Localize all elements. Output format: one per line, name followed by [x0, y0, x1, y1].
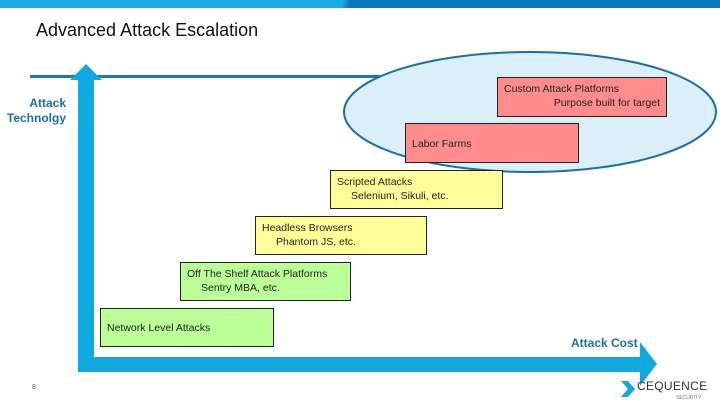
- step-title: Scripted Attacks: [337, 176, 413, 188]
- title-divider: [30, 75, 646, 78]
- step-title: Headless Browsers: [262, 222, 353, 234]
- logo-tagline: SECURITY: [676, 395, 702, 401]
- y-axis-label: Attack Technolgy: [0, 96, 66, 126]
- step-subtitle: Sentry MBA, etc.: [201, 282, 280, 294]
- page-number: 8: [32, 384, 36, 391]
- step-title: Custom Attack Platforms: [504, 83, 619, 95]
- y-axis-arrow: [70, 64, 102, 372]
- step-title: Off The Shelf Attack Platforms: [187, 268, 328, 280]
- step-subtitle: Purpose built for target: [553, 97, 660, 109]
- y-axis-label-line2: Technolgy: [6, 111, 66, 125]
- step-title: Network Level Attacks: [107, 322, 211, 334]
- cequence-logo: CEQUENCE SECURITY: [620, 380, 715, 404]
- step-subtitle: Phantom JS, etc.: [276, 236, 356, 248]
- step-subtitle: Selenium, Sikuli, etc.: [351, 190, 449, 202]
- top-banner: [0, 0, 720, 8]
- slide-title: Advanced Attack Escalation: [36, 20, 259, 40]
- x-axis-label: Attack Cost: [571, 336, 638, 350]
- step-network-level-attacks: Network Level Attacks: [100, 308, 274, 347]
- y-axis-label-line1: Attack: [29, 96, 66, 110]
- step-labor-farms: Labor Farms: [405, 123, 579, 163]
- step-title: Labor Farms: [412, 138, 472, 150]
- logo-text: CEQUENCE: [637, 379, 708, 393]
- chevron-logo-icon: [621, 381, 635, 397]
- x-axis-arrow: [78, 342, 657, 386]
